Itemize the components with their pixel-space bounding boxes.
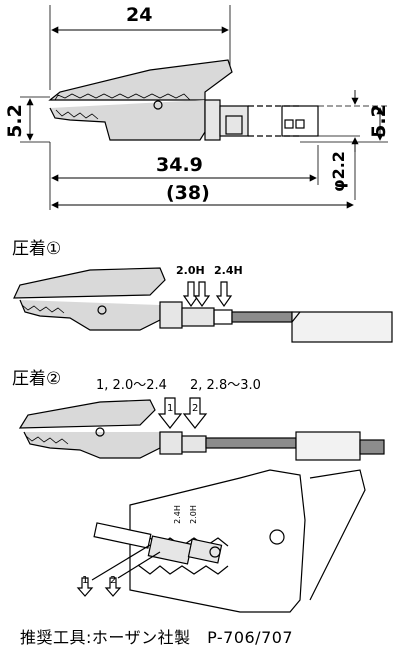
dim-top-width: 24 xyxy=(126,4,153,26)
section2-title: 圧着② xyxy=(12,369,62,389)
tool-die-a: 2.4H xyxy=(172,505,182,524)
crimp1-drawing xyxy=(13,267,393,343)
tool-die-b: 2.0H xyxy=(188,505,198,524)
section1-label-b: 2.4H xyxy=(214,264,243,277)
dim-right-height: 5.2 xyxy=(367,104,390,138)
recommended-tool-footer: 推奨工具:ホーザン社製 P-706/707 xyxy=(20,628,294,647)
tool-drawing xyxy=(76,469,366,613)
tool-arrow1-label: 1 xyxy=(82,575,89,586)
section2-step2: 2, 2.8～3.0 xyxy=(190,378,261,393)
top-clip-drawing xyxy=(20,5,388,210)
dim-overall-length: (38) xyxy=(166,182,210,204)
dim-diameter: φ2.2 xyxy=(328,151,348,192)
dim-left-height: 5.2 xyxy=(3,104,26,138)
tool-arrow2-label: 2 xyxy=(110,575,117,586)
section2-arrow2-label: 2 xyxy=(192,403,199,414)
section2-arrow1-label: 1 xyxy=(167,403,174,414)
dim-total-length: 34.9 xyxy=(156,154,203,176)
section1-title: 圧着① xyxy=(12,239,62,259)
section1-label-a: 2.0H xyxy=(176,264,205,277)
section2-step1: 1, 2.0～2.4 xyxy=(96,378,167,393)
crimp2-drawing xyxy=(18,397,385,461)
